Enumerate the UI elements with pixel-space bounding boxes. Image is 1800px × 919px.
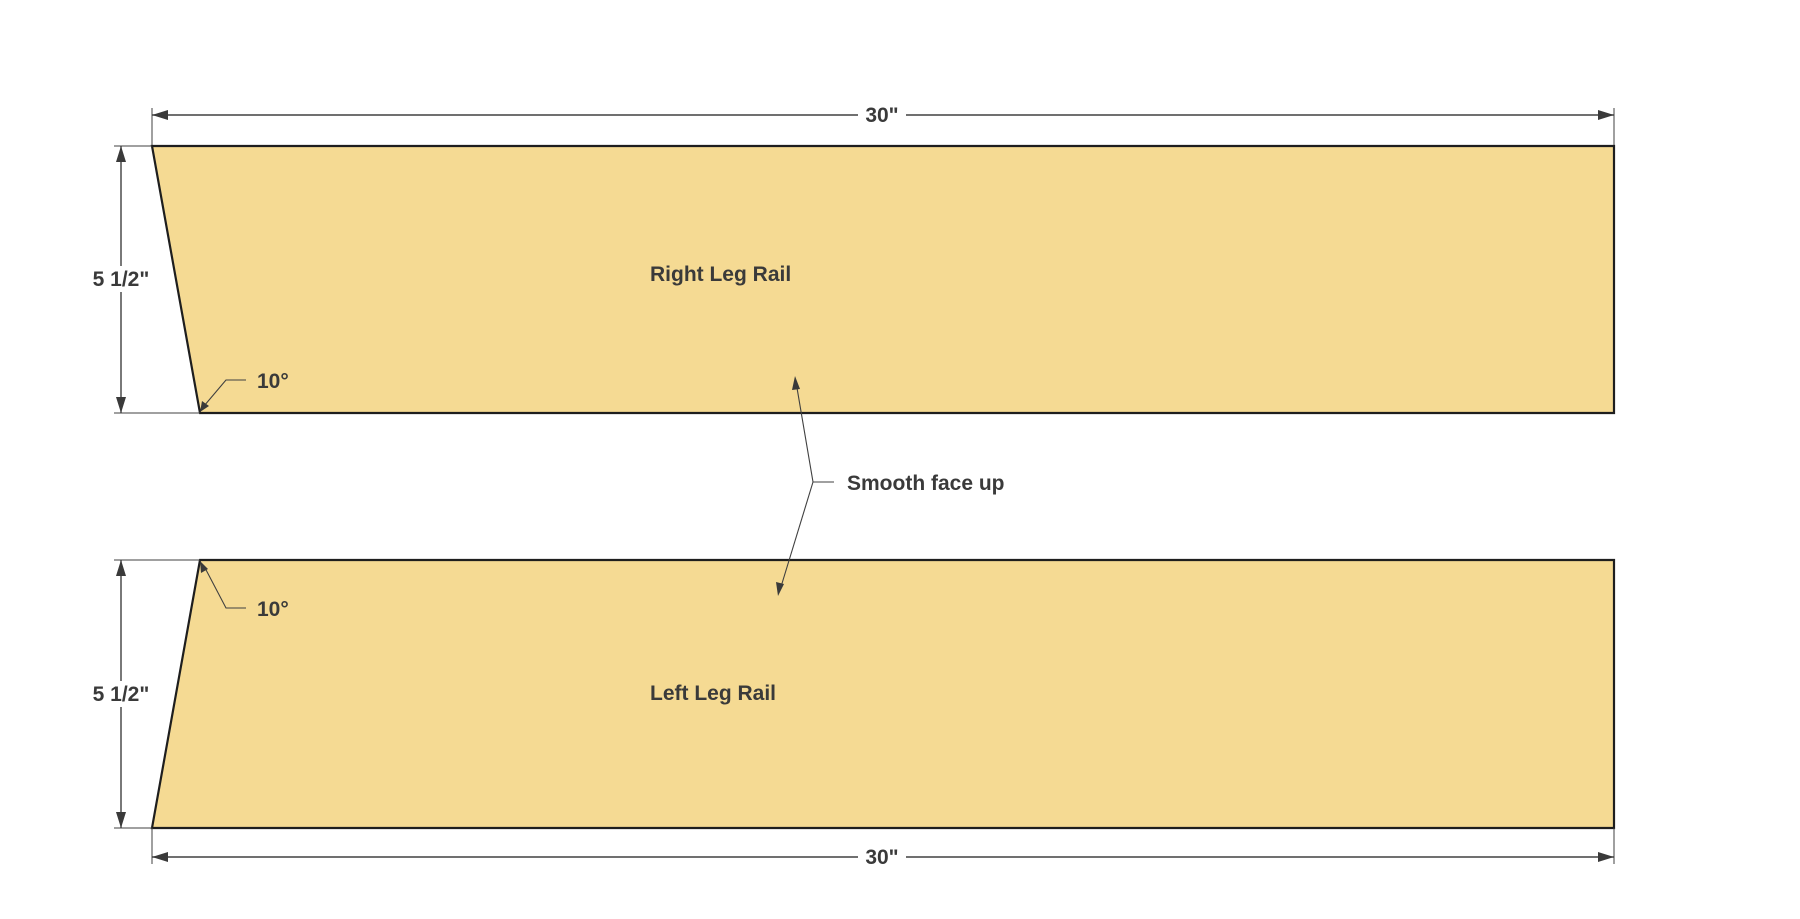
- left-rail-width-dimension: 5 1/2": [88, 559, 200, 829]
- right-rail-width-label: 5 1/2": [93, 268, 150, 291]
- bottom-length-dimension: 30": [151, 828, 1615, 870]
- left-leg-rail: Left Leg Rail: [150, 558, 1616, 830]
- smooth-face-label: Smooth face up: [847, 472, 1005, 495]
- bottom-length-label: 30": [865, 846, 898, 869]
- right-leg-rail: Right Leg Rail: [150, 144, 1616, 415]
- bottom-dim-arrow-right: [1598, 852, 1614, 862]
- left-rail-width-arrow-bottom: [116, 812, 126, 828]
- left-leg-rail-label: Left Leg Rail: [650, 682, 776, 705]
- right-rail-width-arrow-top: [116, 146, 126, 162]
- smooth-face-leader-lower: [779, 481, 814, 591]
- left-rail-angle-callout: 10°: [200, 561, 289, 621]
- bottom-dim-arrow-left: [152, 852, 168, 862]
- left-leg-rail-board: [150, 558, 1616, 830]
- top-dim-arrow-right: [1598, 110, 1614, 120]
- left-rail-angle-arrow: [200, 561, 208, 573]
- left-rail-width-arrow-top: [116, 560, 126, 576]
- right-rail-angle-label: 10°: [257, 370, 289, 393]
- left-rail-angle-label: 10°: [257, 598, 289, 621]
- smooth-face-arrow-upper: [792, 376, 800, 390]
- smooth-face-arrow-lower: [776, 582, 784, 596]
- top-length-dimension: 30": [151, 102, 1615, 146]
- right-leg-rail-label: Right Leg Rail: [650, 263, 791, 286]
- top-dim-arrow-left: [152, 110, 168, 120]
- right-leg-rail-board: [150, 144, 1616, 415]
- right-rail-angle-arrow: [200, 401, 209, 412]
- right-rail-width-dimension: 5 1/2": [88, 145, 200, 414]
- right-rail-width-arrow-bottom: [116, 397, 126, 413]
- left-rail-width-label: 5 1/2": [93, 683, 150, 706]
- smooth-face-note: Smooth face up: [776, 376, 1005, 596]
- left-rail-angle-leader: [203, 565, 246, 609]
- right-rail-angle-leader: [203, 379, 246, 407]
- right-rail-angle-callout: 10°: [200, 370, 289, 412]
- top-length-label: 30": [865, 104, 898, 127]
